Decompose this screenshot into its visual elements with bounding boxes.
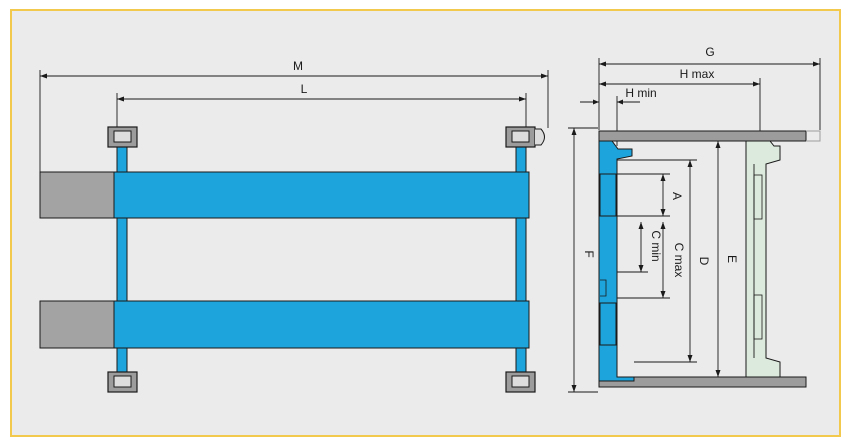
label-m: M	[293, 59, 303, 73]
dimension-f: F	[568, 127, 598, 393]
top-view: M L	[39, 59, 549, 393]
upper-platform	[598, 130, 807, 142]
label-cmin: C min	[649, 230, 663, 261]
dimension-hmin: H min	[580, 86, 657, 146]
rear-slot-upper	[753, 174, 763, 220]
runway-top	[113, 171, 530, 219]
approach-block-bottom	[39, 300, 119, 349]
post-base-top-left	[107, 126, 138, 148]
label-cmax: C max	[672, 243, 686, 278]
runway-bottom	[113, 300, 530, 349]
label-d: D	[697, 257, 711, 266]
rear-slot-lower	[753, 294, 763, 340]
approach-block-top	[39, 171, 119, 219]
label-l: L	[301, 82, 308, 96]
diagram-frame	[10, 9, 841, 437]
label-g: G	[705, 45, 714, 59]
upper-platform-ramp	[806, 130, 821, 142]
dimension-l: L	[116, 82, 527, 128]
dimension-g: G	[598, 45, 821, 130]
dimension-m: M	[39, 59, 549, 172]
label-hmin: H min	[625, 86, 656, 100]
side-view: G H max H min F	[568, 45, 821, 393]
dimension-cmin: C min	[617, 222, 663, 273]
post-base-bottom-left	[107, 371, 138, 393]
dimension-e: E	[715, 141, 739, 377]
lock-block-lower	[599, 302, 617, 346]
label-e: E	[725, 255, 739, 263]
lock-block-upper	[599, 173, 617, 217]
dimension-cmax: C max	[617, 222, 686, 299]
label-a: A	[670, 192, 684, 200]
lower-platform	[598, 376, 807, 388]
dimension-d: D	[617, 159, 711, 363]
post-base-bottom-right	[505, 371, 536, 393]
rear-column	[745, 140, 781, 378]
dimension-hmax: H max	[599, 67, 761, 146]
label-f: F	[582, 250, 596, 257]
dimension-a: A	[617, 173, 684, 217]
column-step-mark	[600, 279, 607, 297]
post-base-top-right	[505, 126, 545, 148]
label-hmax: H max	[680, 67, 715, 81]
